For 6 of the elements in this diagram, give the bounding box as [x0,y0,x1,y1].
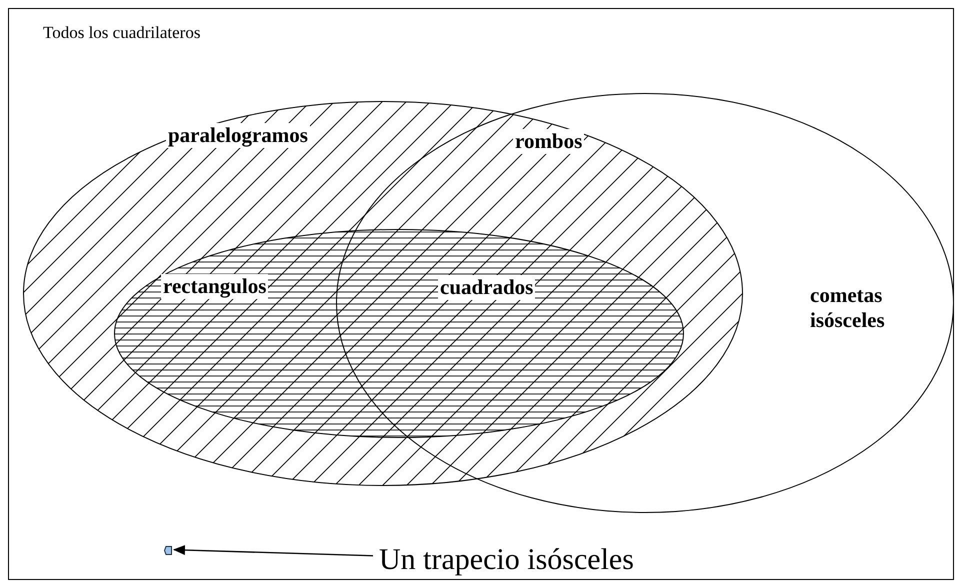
frame-border [8,8,954,580]
set-label: rectangulos [161,274,268,299]
set-label: paralelogramos [166,123,310,148]
arrow [173,545,374,556]
region-label: cuadrados [438,275,536,300]
region-label: rombos [513,129,584,154]
